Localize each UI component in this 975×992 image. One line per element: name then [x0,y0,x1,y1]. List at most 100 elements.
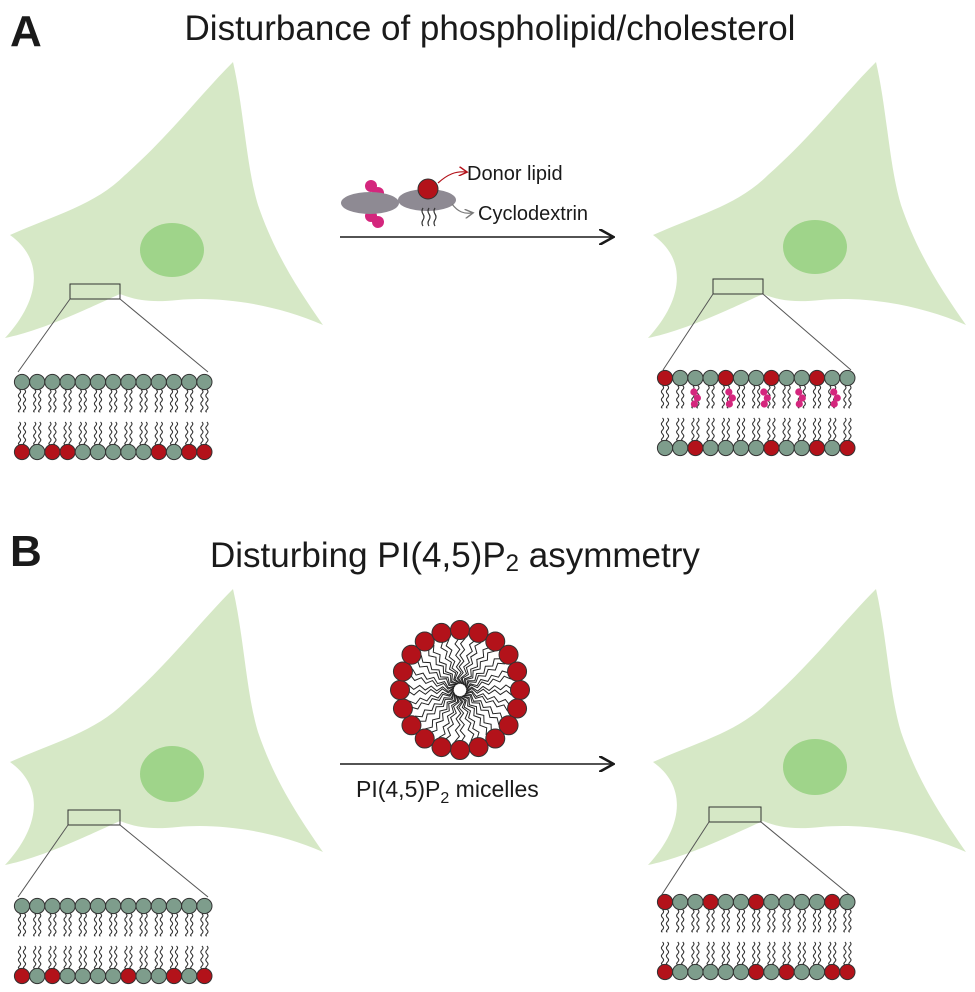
micelle-headgroup [450,620,470,640]
lipid-tail [721,385,725,409]
lipid-headgroup-bottom [89,967,107,985]
micelle-lipid-tail [420,655,457,685]
lipid-headgroup-bottom [656,963,674,981]
micelle-lipid-tail [430,693,457,734]
cyclodextrin-reagent: Donor lipid Cyclodextrin [341,163,588,228]
lipid-headgroup-bottom [165,443,183,461]
lipid-headgroup-bottom [793,963,810,981]
lipid-tail [787,941,791,965]
lipid-headgroup-top [59,373,76,391]
lipid-tail [185,389,189,413]
lipid-headgroup-bottom [105,967,122,985]
micelle-label-subscript: 2 [440,790,449,807]
lipid-tail [154,421,158,445]
lipid-tail [98,913,103,937]
lipid-headgroup-top [717,893,734,911]
inserted-donor-lipid [760,388,771,408]
lipid-headgroup-top [672,369,689,387]
lipid-tail [114,389,118,413]
lipid-headgroup-bottom [687,439,704,457]
lipid-tail [154,945,158,969]
lipid-headgroup-top [135,897,152,915]
lipid-headgroup-bottom [672,439,689,457]
lipid-headgroup-top [13,373,31,391]
lipid-tail [63,913,67,937]
lipid-tail [53,389,57,413]
panel-b: B Disturbing PI(4,5)P2 asymmetry PI(4,5)… [5,527,966,985]
lipid-tail [752,941,756,965]
lipid-headgroup-top [808,369,826,387]
micelle-lipid-tail [425,693,455,730]
lipid-headgroup-bottom [717,439,734,457]
lipid-tail [721,417,725,441]
lipid-headgroup-top [839,893,856,911]
micelle-lipid-tail [465,650,495,687]
lipid-tail [144,945,148,969]
bilayer-before-b [13,897,213,985]
lipid-tail [109,389,113,413]
lipid-headgroup-top [120,897,137,915]
lipid-headgroup-top [74,897,91,915]
donor-lipid-label: Donor lipid [467,163,563,185]
cell-nucleus [783,220,847,274]
donor-pointer-arrow [437,172,466,184]
lipid-tail [812,385,817,409]
micelle-lipid-tail [465,687,513,696]
lipid-tail [817,941,822,965]
lipid-tail [174,913,179,937]
micelle-lipid-tail [438,694,459,739]
micelle-lipid-tail [410,689,455,710]
lipid-headgroup-bottom [824,439,841,457]
lipid-tail [38,421,42,445]
micelle-lipid-tail [432,644,459,685]
lipid-tail [124,945,128,969]
lipid-headgroup-bottom [150,443,167,461]
lipid-tail [190,421,194,445]
lipid-tail [109,945,113,969]
lipid-tail [68,421,72,445]
cell-after-a [648,62,966,371]
lipid-tail [185,421,189,445]
lipid-tail [706,941,710,965]
lipid-tail [53,913,57,937]
lipid-headgroup-bottom [150,967,167,985]
micelle-lipid-tail [411,668,456,689]
lipid-headgroup-bottom [44,443,61,461]
panel-a: A Disturbance of phospholipid/cholestero… [5,7,966,461]
lipid-tail [691,941,695,965]
cell-after-b [648,589,966,897]
micelle-lipid-tail [444,695,460,741]
panel-a-title: Disturbance of phospholipid/cholesterol [185,9,796,48]
micelle-lipid-tail [445,638,461,684]
lipid-headgroup-bottom [763,963,780,981]
lipid-tail [98,389,103,413]
lipid-tail [48,389,52,413]
bilayer-before-a [13,373,213,461]
micelle-lipid-tail [407,687,455,696]
lipid-headgroup-bottom [808,963,826,981]
lipid-headgroup-top [808,893,826,911]
lipid-headgroup-bottom [839,963,856,981]
lipid-tail [711,941,715,965]
lipid-tail [200,913,204,937]
zoom-line-right [762,293,852,371]
lipid-tail [726,941,730,965]
lipid-headgroup-bottom [839,439,856,457]
lipid-tail [802,941,806,965]
lipid-headgroup-top [150,897,167,915]
micelle-headgroup [450,740,470,760]
zoom-box [712,278,764,295]
lipid-tail [83,389,87,413]
lipid-headgroup-top [793,893,810,911]
lipid-headgroup-top [165,373,183,391]
micelle-lipid-tail [457,695,466,743]
lipid-tail [665,909,670,933]
pip2-micelle [390,620,530,760]
lipid-tail [78,945,82,969]
lipid-tail [706,385,710,409]
micelle-lipid-tail [407,684,455,693]
cell-body [648,62,966,338]
lipid-tail [63,389,67,413]
lipid-headgroup-top [181,373,198,391]
